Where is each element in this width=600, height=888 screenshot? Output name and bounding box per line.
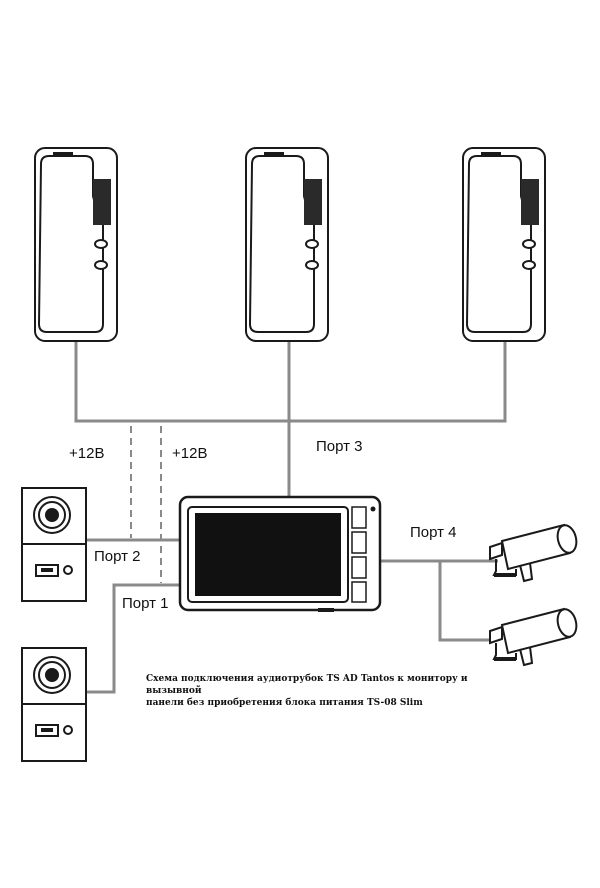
label-port3: Порт 3 <box>316 438 363 455</box>
handset-icon <box>245 147 329 342</box>
label-port4: Порт 4 <box>410 524 457 541</box>
handset-icon <box>462 147 546 342</box>
camera-icon <box>489 522 581 582</box>
handset-icon <box>34 147 118 342</box>
call-panel-icon <box>21 487 87 602</box>
port1-wire <box>86 583 184 694</box>
label-power-right: +12В <box>172 445 208 462</box>
port4-wire <box>380 559 498 642</box>
monitor-icon <box>178 495 382 612</box>
call-panel-icon <box>21 647 87 762</box>
caption-line-2: панели без приобретения блока питания TS… <box>146 698 423 708</box>
label-power-left: +12В <box>69 445 105 462</box>
label-port2: Порт 2 <box>94 548 141 565</box>
label-port1: Порт 1 <box>122 595 169 612</box>
diagram-caption: Схема подключения аудиотрубок TS AD Tant… <box>146 673 496 709</box>
caption-line-1: Схема подключения аудиотрубок TS AD Tant… <box>146 674 468 696</box>
wires <box>74 340 507 694</box>
camera-icon <box>489 606 581 666</box>
